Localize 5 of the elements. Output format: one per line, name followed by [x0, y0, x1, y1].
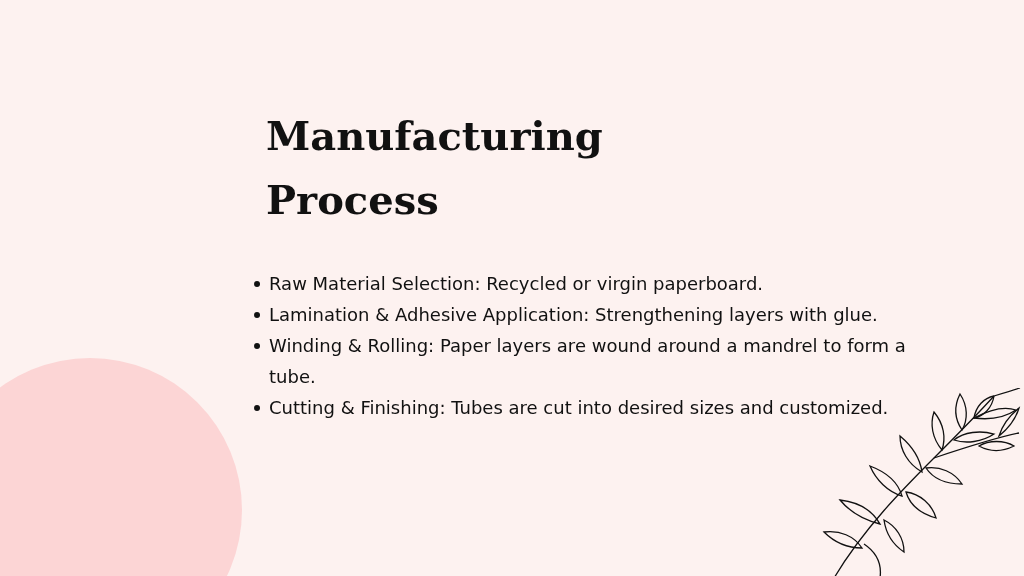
bullet-text: Winding & Rolling: Paper layers are wound around a mandrel to form a tube.	[269, 334, 907, 389]
slide-title: Manufacturing Process	[266, 111, 604, 225]
bullet-text: Cutting & Finishing: Tubes are cut into desired sizes and customized.	[269, 396, 890, 420]
bullet-text: Lamination & Adhesive Application: Strengthening layers with glue.	[269, 303, 879, 327]
bullet-text: Raw Material Selection: Recycled or virgin paperboard.	[269, 272, 765, 296]
